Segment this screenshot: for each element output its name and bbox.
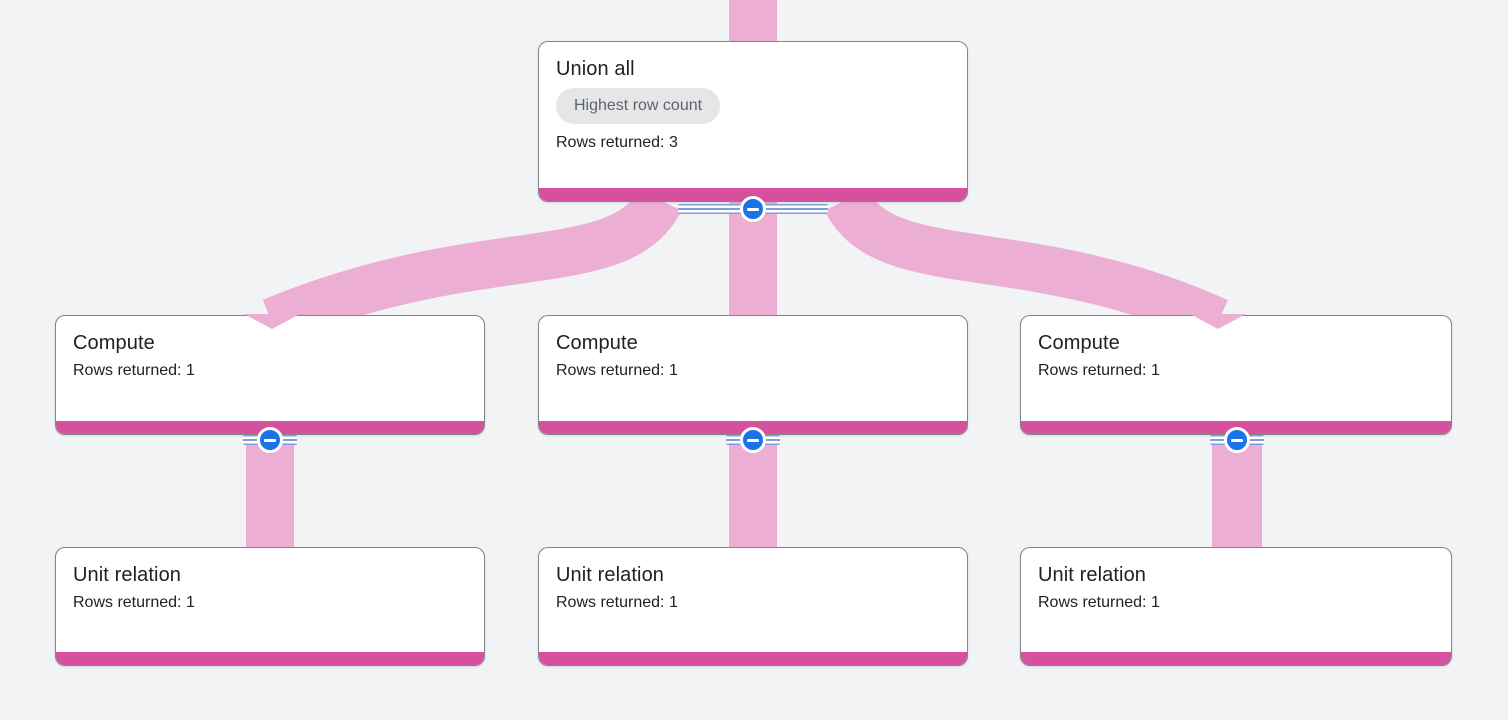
collapse-button-union-all[interactable]	[740, 196, 766, 222]
highest-row-count-badge: Highest row count	[556, 88, 721, 124]
rows-returned-label: Rows returned: 1	[1038, 362, 1160, 379]
rows-returned-label: Rows returned: 1	[73, 362, 195, 379]
rows-returned-label: Rows returned: 1	[556, 594, 678, 611]
minus-icon	[747, 207, 759, 211]
node-title: Compute	[1038, 332, 1120, 354]
rows-returned-label: Rows returned: 1	[73, 594, 195, 611]
node-compute-middle[interactable]: Compute Rows returned: 1	[538, 315, 968, 435]
node-title: Unit relation	[73, 564, 182, 586]
node-title: Compute	[556, 332, 638, 354]
collapse-button-compute-middle[interactable]	[740, 427, 766, 453]
node-unit-relation-left[interactable]: Unit relation Rows returned: 1	[55, 547, 485, 666]
node-accent-bar	[1021, 652, 1451, 665]
minus-icon	[747, 438, 759, 442]
node-title: Unit relation	[556, 564, 665, 586]
node-accent-bar	[56, 652, 484, 665]
node-unit-relation-right[interactable]: Unit relation Rows returned: 1	[1020, 547, 1452, 666]
edge-compute-left-to-unit-left	[246, 434, 294, 548]
edge-compute-right-to-unit-right	[1212, 434, 1262, 548]
rows-returned-label: Rows returned: 3	[556, 134, 678, 151]
edge-union-to-compute-right	[824, 187, 1228, 344]
minus-icon	[1231, 438, 1243, 442]
node-union-all[interactable]: Union all Highest row count Rows returne…	[538, 41, 968, 202]
collapse-button-compute-left[interactable]	[257, 427, 283, 453]
rows-returned-label: Rows returned: 1	[1038, 594, 1160, 611]
node-accent-bar	[539, 652, 967, 665]
collapse-button-compute-right[interactable]	[1224, 427, 1250, 453]
node-compute-right[interactable]: Compute Rows returned: 1	[1020, 315, 1452, 435]
minus-icon	[264, 438, 276, 442]
node-title: Unit relation	[1038, 564, 1147, 586]
edge-offscreen-to-union	[729, 0, 777, 44]
node-title: Compute	[73, 332, 155, 354]
node-accent-bar	[539, 188, 967, 201]
edge-compute-middle-to-unit-middle	[729, 434, 777, 548]
node-unit-relation-middle[interactable]: Unit relation Rows returned: 1	[538, 547, 968, 666]
node-title: Union all	[556, 58, 635, 80]
edge-union-to-compute-left	[262, 187, 682, 345]
rows-returned-label: Rows returned: 1	[556, 362, 678, 379]
node-compute-left[interactable]: Compute Rows returned: 1	[55, 315, 485, 435]
